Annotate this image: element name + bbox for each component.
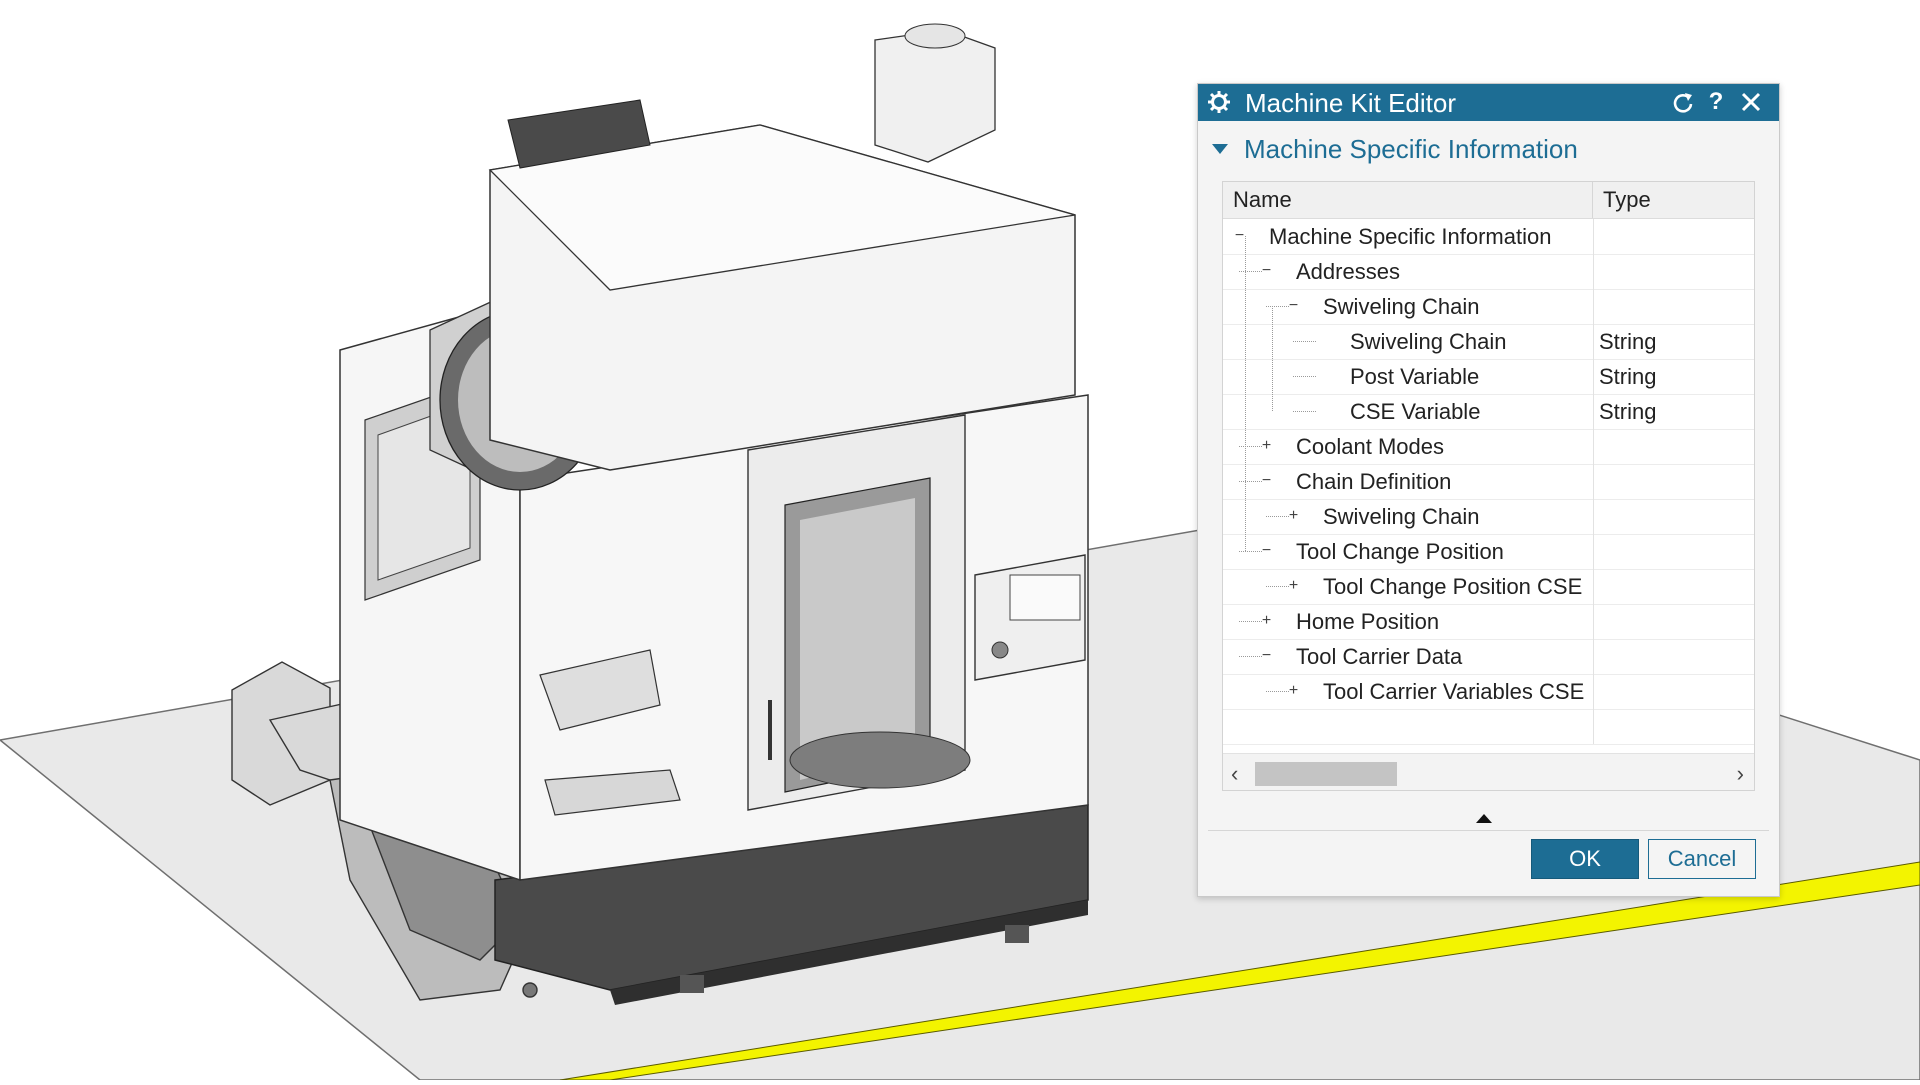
separator: [1208, 830, 1769, 831]
column-divider: [1593, 604, 1594, 639]
scrollbar-thumb[interactable]: [1255, 762, 1397, 786]
column-divider: [1593, 639, 1594, 674]
tree-row[interactable]: + Tool Change Position CSE: [1223, 569, 1754, 605]
tree-row-label: Tool Change Position CSE: [1323, 574, 1583, 599]
tree-row-label: Tool Change Position: [1296, 539, 1504, 564]
column-divider: [1593, 254, 1594, 289]
expand-icon[interactable]: +: [1288, 577, 1299, 594]
tree-row-label: Addresses: [1296, 259, 1400, 284]
scroll-left-icon[interactable]: ‹: [1231, 761, 1239, 786]
tree-row-empty: [1223, 709, 1754, 745]
gear-icon: [1208, 91, 1230, 113]
tree-row[interactable]: + Coolant Modes: [1223, 429, 1754, 465]
tree-connector: [1293, 411, 1316, 412]
column-divider: [1593, 709, 1594, 744]
tree-row[interactable]: − Machine Specific Information: [1223, 219, 1754, 255]
column-divider: [1593, 464, 1594, 499]
column-divider: [1593, 289, 1594, 324]
column-divider: [1593, 429, 1594, 464]
tree-row-label: Swiveling Chain: [1323, 504, 1480, 529]
tree-row-type: String: [1599, 329, 1657, 354]
tree-row[interactable]: Post Variable String: [1223, 359, 1754, 395]
help-icon[interactable]: ?: [1708, 88, 1724, 115]
column-divider: [1593, 219, 1594, 254]
collapse-icon[interactable]: −: [1234, 227, 1245, 244]
tree-connector: [1266, 516, 1289, 517]
tree-connector: [1266, 586, 1289, 587]
top-box: [874, 29, 996, 163]
tree-row[interactable]: − Chain Definition: [1223, 464, 1754, 500]
cancel-button[interactable]: Cancel: [1648, 839, 1756, 879]
column-divider: [1593, 569, 1594, 604]
collapse-icon[interactable]: −: [1261, 647, 1272, 664]
column-divider: [1593, 499, 1594, 534]
tree-row[interactable]: − Swiveling Chain: [1223, 289, 1754, 325]
section-label: Machine Specific Information: [1244, 134, 1578, 164]
collapse-icon[interactable]: −: [1261, 542, 1272, 559]
tree-connector: [1239, 271, 1262, 272]
column-divider: [1593, 324, 1594, 359]
tree-connector: [1266, 306, 1289, 307]
close-icon[interactable]: [1739, 90, 1763, 114]
column-divider: [1593, 359, 1594, 394]
tool-tray: [539, 649, 661, 731]
tree-row-label: Swiveling Chain: [1350, 329, 1507, 354]
tree-row-label: Tool Carrier Variables CSE: [1323, 679, 1585, 704]
tree-row-label: Swiveling Chain: [1323, 294, 1480, 319]
column-header-name[interactable]: Name: [1223, 182, 1593, 218]
tree-row-label: Coolant Modes: [1296, 434, 1444, 459]
column-divider: [1593, 394, 1594, 429]
tree-row[interactable]: CSE Variable String: [1223, 394, 1754, 430]
tree-row-label: CSE Variable: [1350, 399, 1481, 424]
expand-icon[interactable]: +: [1261, 612, 1272, 629]
tree-row[interactable]: + Home Position: [1223, 604, 1754, 640]
tree-row[interactable]: − Tool Carrier Data: [1223, 639, 1754, 675]
collapse-triangle-icon: [1212, 144, 1228, 154]
tree-row[interactable]: − Tool Change Position: [1223, 534, 1754, 570]
reset-icon[interactable]: [1671, 90, 1695, 114]
column-divider: [1593, 534, 1594, 569]
collapse-icon[interactable]: −: [1288, 297, 1299, 314]
dialog-titlebar[interactable]: Machine Kit Editor ?: [1198, 84, 1779, 121]
tree-row-label: Chain Definition: [1296, 469, 1452, 494]
tree-row-label: Post Variable: [1350, 364, 1480, 389]
scroll-right-icon[interactable]: ›: [1736, 761, 1744, 786]
dialog-title: Machine Kit Editor: [1245, 88, 1456, 118]
tree-row-type: String: [1599, 364, 1657, 389]
tree-row[interactable]: + Tool Carrier Variables CSE: [1223, 674, 1754, 710]
tree-row[interactable]: − Addresses: [1223, 254, 1754, 290]
tree-view[interactable]: Name Type −Machine Specific Information−…: [1222, 181, 1755, 791]
horizontal-scrollbar[interactable]: ‹ ›: [1223, 753, 1754, 790]
collapse-icon[interactable]: −: [1261, 262, 1272, 279]
tree-row[interactable]: Swiveling Chain String: [1223, 324, 1754, 360]
ok-button[interactable]: OK: [1531, 839, 1639, 879]
tree-row-label: Home Position: [1296, 609, 1440, 634]
tree-row-type: String: [1599, 399, 1657, 424]
tree-row[interactable]: + Swiveling Chain: [1223, 499, 1754, 535]
tree-connector: [1239, 656, 1262, 657]
column-divider: [1593, 674, 1594, 709]
machine-kit-editor-dialog: Machine Kit Editor ? Machine Specific In…: [1197, 83, 1780, 897]
tree-connector: [1239, 481, 1262, 482]
expand-icon[interactable]: +: [1261, 437, 1272, 454]
collapse-panel-icon[interactable]: [1476, 814, 1492, 823]
tree-row-label: Machine Specific Information: [1269, 224, 1552, 249]
tree-guide-line: [1245, 236, 1246, 551]
tree-guide-line: [1272, 306, 1273, 411]
expand-icon[interactable]: +: [1288, 682, 1299, 699]
tree-row-label: Tool Carrier Data: [1296, 644, 1463, 669]
collapse-icon[interactable]: −: [1261, 472, 1272, 489]
tree-connector: [1266, 691, 1289, 692]
column-header-type[interactable]: Type: [1603, 187, 1651, 212]
expand-icon[interactable]: +: [1288, 507, 1299, 524]
tree-connector: [1239, 621, 1262, 622]
tree-connector: [1239, 551, 1262, 552]
tree-connector: [1293, 376, 1316, 377]
tree-header: Name Type: [1223, 182, 1754, 219]
tree-connector: [1293, 341, 1316, 342]
tree-connector: [1239, 446, 1262, 447]
